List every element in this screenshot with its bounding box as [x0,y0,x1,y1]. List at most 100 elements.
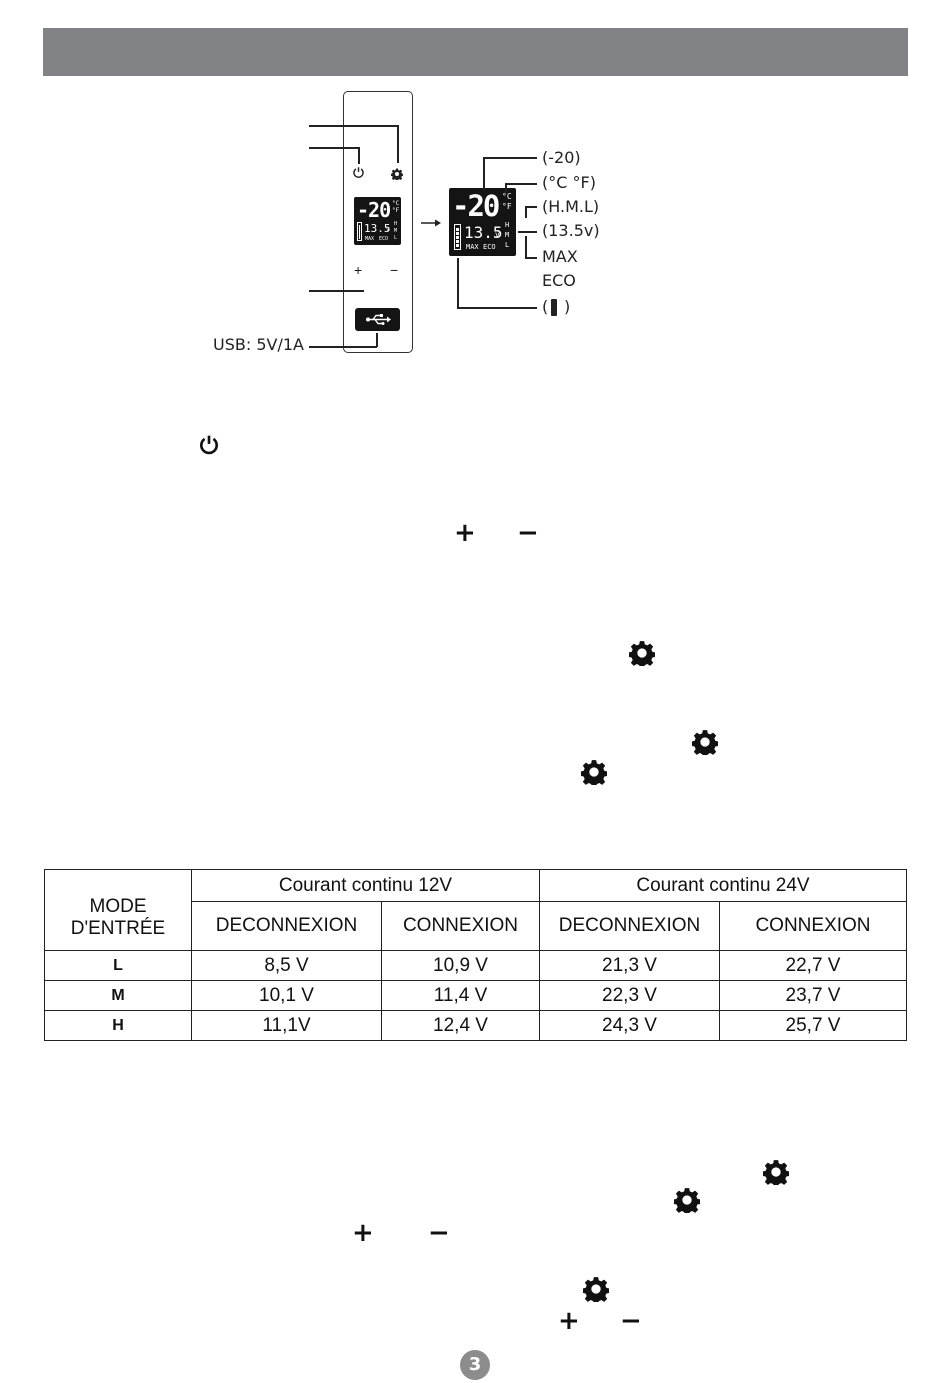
small-lcd-unit-f: °F [392,207,400,214]
callout-voltage: (13.5v) [542,221,600,240]
small-lcd-battery-icon [357,222,362,241]
sub-header: DECONNEXION [539,901,720,951]
large-lcd-volt-unit: v [495,230,500,239]
sub-header: CONNEXION [381,901,540,951]
leader-line [483,157,485,190]
sub-header: CONNEXION [719,901,907,951]
usb-label: USB: 5V/1A [213,335,304,354]
minus-icon: − [620,1306,642,1336]
leader-line [309,346,377,348]
large-lcd-display: -20 °C °F 13.5 v H M L MAX ECO [449,188,516,256]
leader-line [483,157,537,159]
usb-port [355,308,400,331]
gear-icon [674,1188,700,1213]
plus-icon: + [558,1306,580,1336]
large-lcd-unit-f: °F [502,202,512,211]
panel-plus-button[interactable]: + [354,262,363,278]
large-lcd-battery-icon [454,224,461,250]
table-row: M 10,1 V 11,4 V 22,3 V 23,7 V [44,980,907,1011]
leader-line [358,147,360,164]
leader-line [376,333,378,347]
mode-header-line1: MODE [89,896,147,917]
leader-line [525,206,527,218]
leader-line [457,258,459,308]
minus-icon: − [428,1218,450,1248]
gear-icon [583,1277,609,1302]
callout-unit: (°C °F) [542,173,596,192]
callout-eco: ECO [542,271,576,290]
callout-battery-close: ) [564,297,571,316]
leader-line [457,307,537,309]
gear-icon [763,1160,789,1185]
group-header-24v: Courant continu 24V [539,869,907,902]
value-cell: 10,1 V [191,980,382,1011]
value-cell: 10,9 V [381,950,540,981]
value-cell: 22,3 V [539,980,720,1011]
page-number: 3 [460,1350,490,1380]
value-cell: 11,1V [191,1010,382,1041]
leader-line [309,290,364,292]
leader-line [309,147,359,149]
small-lcd-volt-unit: v [386,226,390,233]
small-lcd-voltage: 13.5 [364,222,391,235]
small-lcd-eco: ECO [379,236,389,242]
large-lcd-voltage: 13.5 [464,223,503,242]
small-lcd-mode-m: M [394,228,398,234]
leader-line [505,183,507,193]
value-cell: 25,7 V [719,1010,907,1041]
minus-icon: − [517,518,539,548]
callout-max: MAX [542,247,578,266]
mode-cell: M [44,980,192,1011]
large-lcd-mode-m: M [505,231,510,239]
value-cell: 8,5 V [191,950,382,981]
callout-battery-open: ( [542,297,549,316]
callout-mode: (H.M.L) [542,197,600,216]
value-cell: 12,4 V [381,1010,540,1041]
value-cell: 21,3 V [539,950,720,981]
small-lcd-temp: -20 [357,198,391,222]
arrow-right-icon [421,219,441,227]
power-icon [198,434,220,461]
value-cell: 23,7 V [719,980,907,1011]
mode-cell: H [44,1010,192,1041]
leader-line [518,231,537,233]
sub-header: DECONNEXION [191,901,382,951]
value-cell: 22,7 V [719,950,907,981]
panel-power-icon[interactable] [352,166,365,184]
leader-line [525,236,527,258]
large-lcd-unit-c: °C [502,192,512,201]
panel-minus-button[interactable]: − [390,262,399,278]
mode-cell: L [44,950,192,981]
leader-line [397,125,399,163]
gear-icon [581,760,607,785]
small-lcd-mode-l: L [394,235,398,241]
control-panel [343,91,413,353]
large-lcd-mode-l: L [505,241,510,249]
mode-header-line2: D'ENTRÉE [70,918,166,939]
large-lcd-max: MAX [466,243,479,251]
leader-line [309,125,398,127]
small-lcd-mode-h: H [394,221,398,227]
leader-line [505,183,537,185]
panel-gear-icon[interactable] [390,167,404,185]
table-row: L 8,5 V 10,9 V 21,3 V 22,7 V [44,950,907,981]
group-header-12v: Courant continu 12V [191,869,540,902]
small-lcd-unit-c: °C [392,200,400,207]
large-lcd-eco: ECO [483,243,496,251]
large-lcd-temp: -20 [452,189,500,223]
table-row: H 11,1V 12,4 V 24,3 V 25,7 V [44,1010,907,1041]
leader-line [525,257,537,259]
large-lcd-mode-h: H [505,221,510,229]
gear-icon [692,730,718,755]
small-lcd-display: -20 °C °F 13.5 v H M L MAX ECO [354,197,401,245]
plus-icon: + [454,518,476,548]
value-cell: 11,4 V [381,980,540,1011]
value-cell: 24,3 V [539,1010,720,1041]
plus-icon: + [352,1218,374,1248]
callout-temp: (-20) [542,148,581,167]
usb-icon [366,314,391,325]
leader-line [525,206,537,208]
mode-header: MODE D'ENTRÉE [44,869,192,951]
battery-icon [551,299,557,316]
header-bar [43,28,908,76]
